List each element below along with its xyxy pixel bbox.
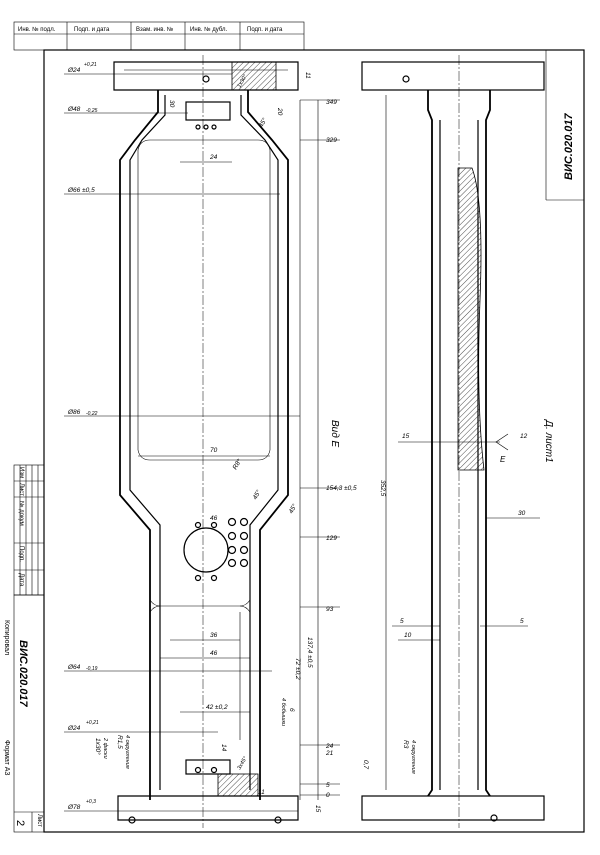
side-dim-07: 0,7 [362,760,369,769]
vdim-72: 72 ±0,2 [294,658,301,680]
dim-d48: Ø48 [67,106,81,113]
stamp-inv-podl: Инв. № подл. [18,26,56,33]
side-dim-10: 10 [404,632,412,639]
stamp-podp-data-1: Подп. и дата [74,27,110,33]
side-dim-30: 30 [518,510,526,517]
dim-d86-tol: -0,22 [86,411,98,417]
stamp-izm: Изм [18,467,24,478]
dim-d64-tol: -0,19 [86,666,98,672]
top-designation: ВИС.020.017 [563,113,575,181]
level-5: 5 [326,782,330,789]
view-e-label: Вид Е [329,420,340,448]
dim-d24-top: Ø24 [67,67,81,74]
sheet-label: Лист [36,814,42,827]
dim-70: 70 [210,447,218,454]
dim-r8: R8* [232,458,244,471]
vdim-137: 137,4 ±0,5 [306,637,313,668]
stamp-n-dokum: № докум [18,501,25,526]
side-dim-5-left: 5 [400,618,404,625]
dim-4-bobyshki: 4 бобышки [280,698,286,726]
dim-2-faski: 2 фаски [102,737,108,759]
stamp-vzam-inv: Взам. инв. № [136,26,173,33]
level-15: 15 [314,805,321,813]
level-154: 154,3 ±0,5 [326,485,357,492]
dim-6: 6 [288,708,295,712]
side-arrow-e: Е [500,455,506,464]
dim-chamfer-bot: 1х30° [94,738,102,755]
dim-20: 20 [276,107,283,116]
dim-45-mid-a: 45° [251,488,263,501]
stamp-list: Лист [18,483,24,496]
dim-30: 30 [168,100,175,108]
dim-d48-tol: -0,25 [86,108,98,114]
level-24: 24 [325,743,334,750]
stamp-podp: Подп. [18,546,24,562]
dim-46-bot: 46 [210,650,218,657]
dim-24: 24 [209,154,218,161]
dim-45-mid-b: 45° [287,502,299,515]
level-93: 93 [326,606,334,613]
level-21: 21 [325,750,334,757]
level-129: 129 [326,535,337,542]
stamp-podp-data-2: Подп. и дата [247,27,283,33]
dim-11-bot: 11 [258,789,265,796]
dim-4-okrugleniya: 4 округления [124,735,130,769]
drawing-frame [43,49,585,833]
dim-d24-bot-tol: +0,21 [86,720,99,726]
format-label: Формат А3 [3,740,10,775]
dim-11-top: 11 [304,72,311,79]
dim-42: 42 ±0,2 [206,704,228,711]
dim-d24-bot: Ø24 [67,725,81,732]
copied-label: Копировал [3,620,10,655]
side-height-352: 352,5 [379,480,386,497]
level-329: 329 [326,137,337,144]
dim-d24-top-tol: +0,21 [84,62,97,68]
dim-3x45: 3х45° [237,755,250,771]
dim-d78-tol: +0,3 [86,799,96,805]
side-dim-r3: R3 [402,740,409,749]
side-dim-12: 12 [520,433,528,440]
dim-d64: Ø64 [67,664,81,671]
level-349: 349 [326,99,337,106]
title-block [13,594,45,833]
dim-14: 14 [220,744,227,752]
level-0: 0 [326,792,330,799]
dim-36: 36 [210,632,218,639]
side-sheet-ref: Д. лист1 [543,419,554,463]
dim-d66: Ø66 ±0,5 [67,187,95,194]
side-dim-4-okrugleniya: 4 округления [410,740,416,774]
front-view [113,55,319,828]
top-stamp-box [13,21,305,51]
dim-46-top: 46 [210,515,218,522]
stamp-data: Дата [18,573,24,587]
side-dim-15: 15 [402,433,410,440]
dim-r15: R1,5 [116,735,123,749]
dim-d86: Ø86 [67,409,81,416]
dim-45-top: 45° [257,116,269,129]
side-dim-5-right: 5 [520,618,524,625]
title-designation: ВИС.020.017 [17,640,29,708]
side-view [361,55,545,828]
sheet-number: 2 [14,820,26,826]
dim-d78: Ø78 [67,804,81,811]
stamp-inv-dubl: Инв. № дубл. [190,26,227,33]
